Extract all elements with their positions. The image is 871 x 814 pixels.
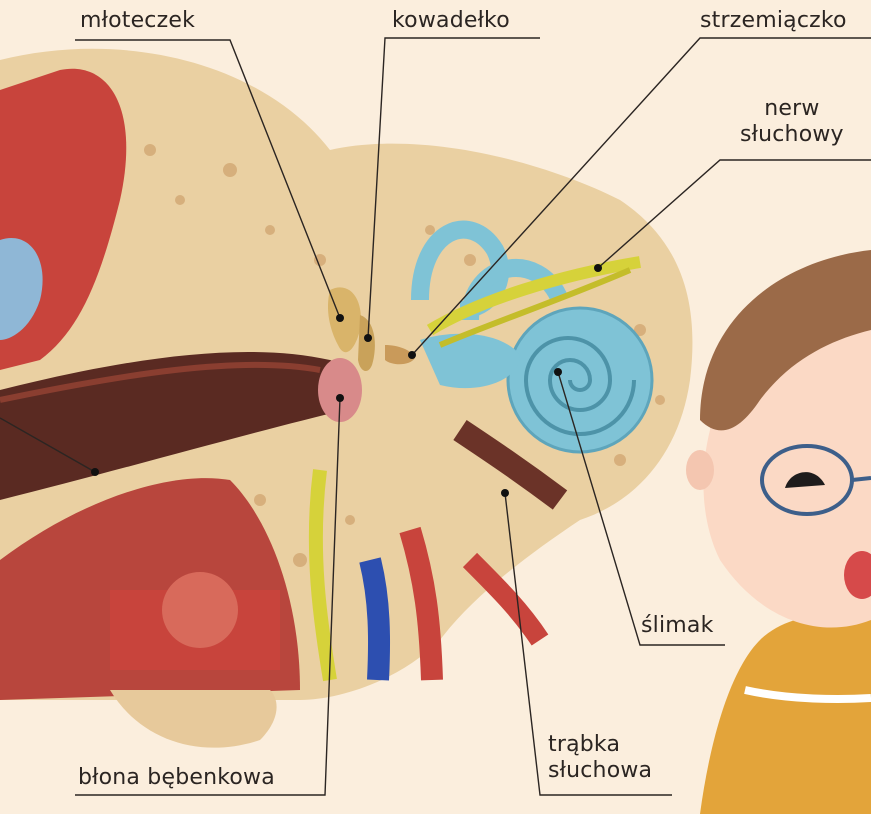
- label-cochlea: ślimak: [641, 613, 714, 639]
- label-eustachian-tube: trąbka słuchowa: [548, 732, 652, 784]
- ear-cross-section-illustration: [0, 49, 692, 748]
- boy-illustration: [686, 250, 871, 814]
- label-auditory-nerve: nerw słuchowy: [740, 96, 844, 148]
- label-eardrum: błona bębenkowa: [78, 765, 275, 791]
- label-anvil: kowadełko: [392, 8, 510, 34]
- label-stirrup: strzemiączko: [700, 8, 847, 34]
- label-hammer: młoteczek: [80, 8, 195, 34]
